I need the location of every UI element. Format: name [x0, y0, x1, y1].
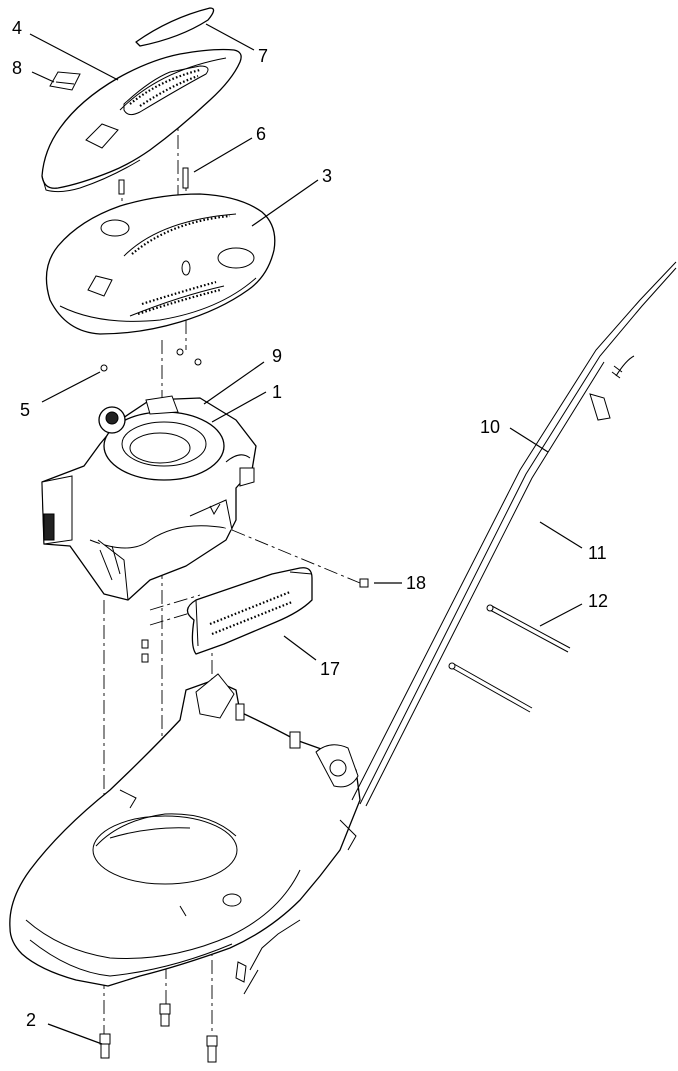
part-5-nuts: [100, 348, 202, 372]
guard-screws: [141, 639, 149, 663]
part-17-guard-shield: [186, 567, 313, 655]
callout-17: 17: [320, 659, 340, 679]
callout-1: 1: [272, 382, 282, 402]
callout-7: 7: [258, 46, 268, 66]
part-3-engine-cover: [45, 193, 276, 335]
callout-9: 9: [272, 346, 282, 366]
callout-labels: 4 8 7 6 3 5 9 1 10 11 12 17 18 2: [12, 18, 608, 1030]
callout-10: 10: [480, 417, 500, 437]
callout-6: 6: [256, 124, 266, 144]
callout-2: 2: [26, 1010, 36, 1030]
mower-deck: [9, 673, 361, 987]
part-12-cable-ties: [448, 604, 571, 713]
leader-lines: [29, 23, 583, 1045]
callout-11: 11: [588, 543, 607, 563]
callout-12: 12: [588, 591, 608, 611]
part-7-top-decal: [135, 7, 215, 47]
callout-4: 4: [12, 18, 22, 38]
callout-8: 8: [12, 58, 22, 78]
part-1-engine: [41, 395, 257, 601]
callout-3: 3: [322, 166, 332, 186]
part-10-11-handle-cables: [243, 261, 677, 995]
callout-5: 5: [20, 400, 30, 420]
part-4-engine-cover-shroud: [41, 48, 242, 193]
part-2-bolts: [99, 1003, 218, 1063]
part-8-nameplate-decal: [49, 71, 81, 91]
callout-18: 18: [406, 573, 426, 593]
part-6-pins: [118, 167, 189, 195]
part-18-screw: [359, 578, 369, 588]
